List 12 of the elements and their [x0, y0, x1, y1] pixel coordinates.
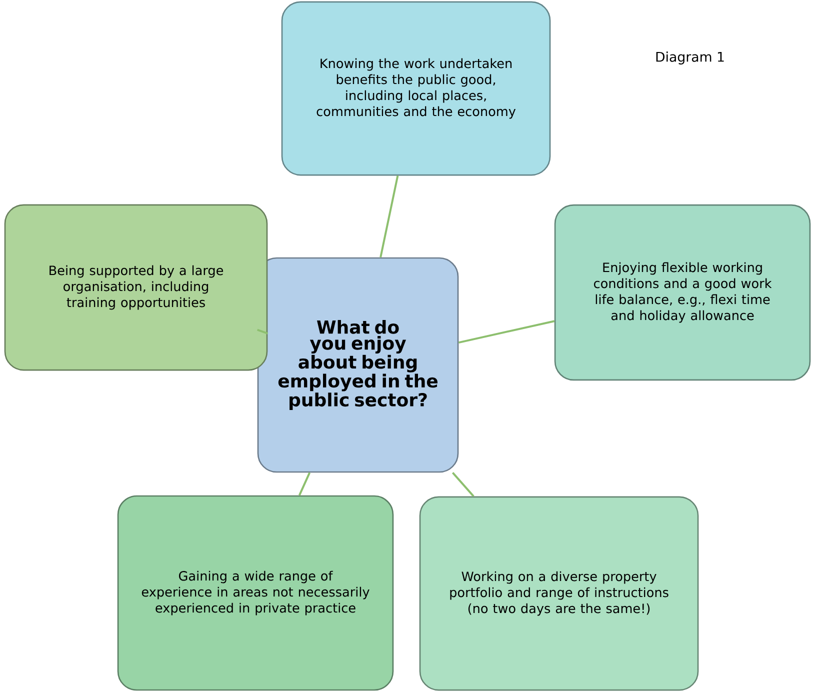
connector-line [452, 472, 474, 497]
question-box: What do you enjoy about being employed in the public sector? [257, 257, 459, 473]
connector-line [458, 320, 555, 344]
answer-box: Being supported by a large organisation, including training opportunities [4, 204, 268, 371]
answer-box: Gaining a wide range of experience in areas not necessarily experienced in private practice [117, 495, 394, 691]
answer-box: Working on a diverse property portfolio and range of instructions (no two days are the same!) [419, 496, 699, 691]
diagram-label: Diagram 1 [656, 52, 724, 64]
connector-line [257, 328, 268, 334]
connector-line [380, 176, 399, 258]
answer-box: Knowing the work undertaken benefits the public good, including local places, communities and the economy [281, 1, 551, 176]
connector-line [298, 472, 311, 496]
answer-box: Enjoying flexible working conditions and a good work life balance, e.g., flexi time and holiday allowance [554, 204, 811, 381]
